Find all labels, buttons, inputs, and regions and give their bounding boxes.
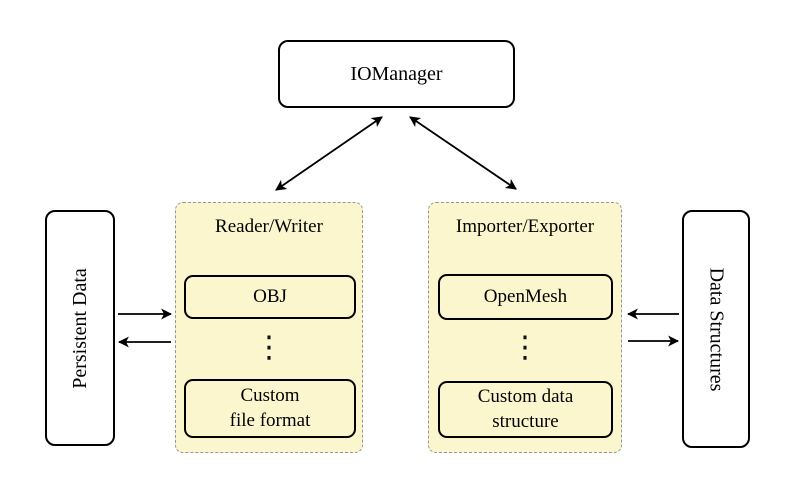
arrow-iomanager-importerexporter bbox=[409, 116, 517, 190]
node-iomanager: IOManager bbox=[278, 40, 515, 108]
node-custom-file-format-label: Custom file format bbox=[229, 384, 311, 431]
node-data-structures-label: Data Structures bbox=[705, 267, 728, 391]
node-openmesh: OpenMesh bbox=[438, 274, 613, 320]
vertical-ellipsis-reader-writer: ⋮ bbox=[254, 330, 284, 365]
node-custom-file-format: Custom file format bbox=[184, 379, 356, 438]
node-custom-data-structure-label: Custom data structure bbox=[477, 385, 574, 432]
vertical-ellipsis-importer-exporter: ⋮ bbox=[510, 330, 540, 365]
node-persistent-data: Persistent Data bbox=[45, 210, 115, 446]
node-data-structures: Data Structures bbox=[682, 210, 750, 448]
group-importer-exporter: Importer/Exporter OpenMesh ⋮ Custom data… bbox=[428, 202, 622, 453]
node-iomanager-label: IOManager bbox=[350, 62, 443, 85]
node-persistent-data-label: Persistent Data bbox=[68, 267, 91, 389]
node-openmesh-label: OpenMesh bbox=[483, 285, 568, 307]
group-importer-exporter-title: Importer/Exporter bbox=[455, 216, 595, 237]
node-obj: OBJ bbox=[184, 275, 356, 319]
node-custom-data-structure: Custom data structure bbox=[438, 381, 613, 438]
group-reader-writer: Reader/Writer OBJ ⋮ Custom file format bbox=[175, 202, 363, 453]
group-reader-writer-title: Reader/Writer bbox=[215, 216, 323, 237]
arrow-iomanager-readerwriter bbox=[275, 116, 383, 191]
node-obj-label: OBJ bbox=[253, 285, 287, 307]
